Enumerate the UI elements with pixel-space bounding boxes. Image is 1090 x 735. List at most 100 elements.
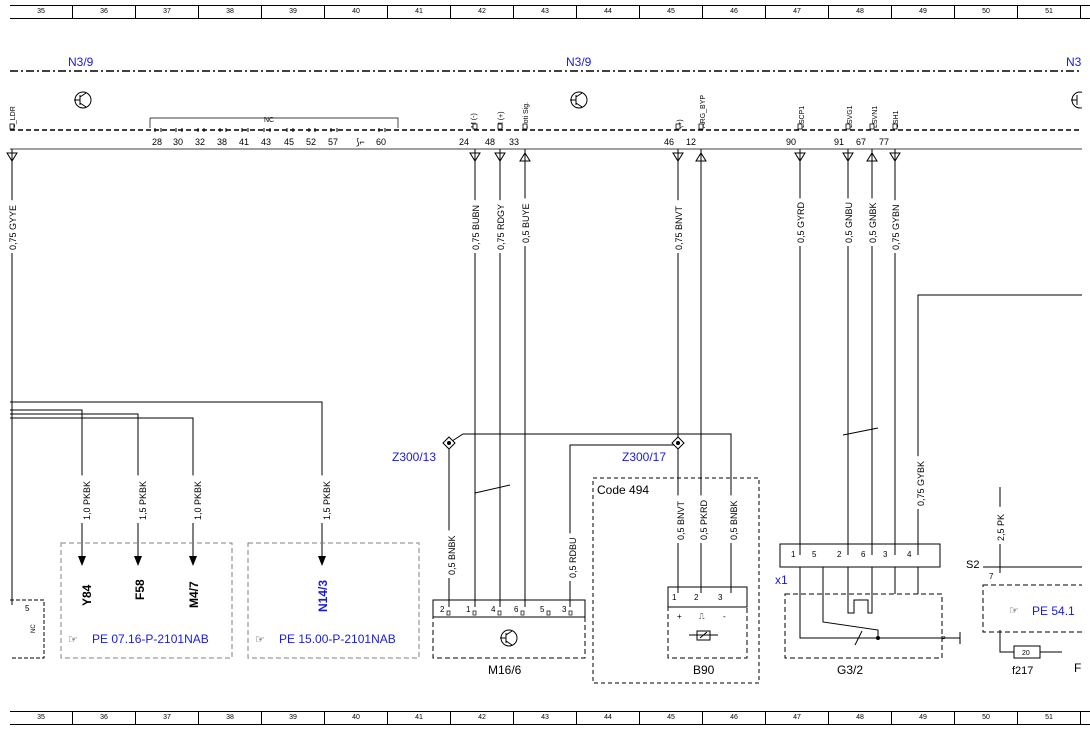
signal-arrows [6, 149, 901, 162]
ruler-cell: 50 [955, 6, 1018, 18]
wire-label-buye: 0,5 BUYE [520, 198, 532, 246]
component-f58: F58 [133, 579, 147, 600]
splice-z300-17[interactable]: Z300/17 [622, 450, 666, 464]
m16-6-pin: 5 [540, 605, 545, 614]
nc-bracket [149, 117, 399, 128]
svg-text:0,5 GNBK: 0,5 GNBK [868, 202, 878, 243]
svg-text:0,5 BUYE: 0,5 BUYE [521, 203, 531, 243]
pin-number-90: 90 [786, 137, 796, 147]
m16-6-body [432, 616, 586, 659]
pin-label-lsh1: LSH1 [893, 110, 900, 128]
svg-text:0,75 RDGY: 0,75 RDGY [496, 204, 506, 250]
nc-pin-tick [308, 128, 316, 132]
svg-text:0,5 BNBK: 0,5 BNBK [729, 500, 739, 540]
pin-marker [472, 610, 477, 616]
wire-label-gybn: 0,75 GYBN [890, 200, 902, 253]
grid-ruler-top: 353637383940414243444546474849505152 [10, 5, 1090, 19]
g3-2-pin: 1 [791, 550, 796, 559]
ruler-cell: 38 [199, 6, 262, 18]
wire-label-bnvt-top: 0,75 BNVT [673, 200, 685, 253]
transistor-icon [500, 629, 518, 647]
ruler-cell: 49 [892, 712, 955, 724]
nc-label: NC [264, 117, 274, 124]
ref-link-pe1500[interactable]: PE 15.00-P-2101NAB [279, 632, 396, 646]
s2-body [982, 584, 1082, 633]
b90-pin-sign: - [723, 612, 726, 621]
nc-pin-tick [330, 128, 338, 132]
nc-pin-tick [175, 128, 183, 132]
b90-connector [667, 586, 748, 608]
module-label-left[interactable]: N3/9 [68, 55, 94, 69]
ruler-cell: 43 [514, 712, 577, 724]
pin-number-91: 91 [834, 137, 844, 147]
partial-box-left [10, 599, 45, 659]
ruler-cell: 38 [199, 712, 262, 724]
svg-text:1,0 PKBK: 1,0 PKBK [82, 481, 92, 520]
b90-pin: 3 [718, 593, 723, 602]
ruler-cell: 35 [10, 712, 73, 724]
nc-pin-tick [378, 128, 386, 132]
ruler-cell: 35 [10, 6, 73, 18]
g3-2-p-label: P [941, 636, 946, 643]
wire-label-rdgy: 0,75 RDGY [495, 200, 507, 253]
pin-marker [845, 123, 851, 130]
wire-label-gyye: 0,75 GYYE [7, 200, 19, 253]
g3-2-pin: 4 [907, 550, 912, 559]
ruler-cell: 42 [451, 712, 514, 724]
svg-text:0,5 PKRD: 0,5 PKRD [699, 499, 709, 540]
connector-x1: x1 [775, 573, 788, 587]
transistor-icon [1071, 91, 1082, 109]
pin-marker [869, 123, 875, 130]
transistor-icon [570, 91, 588, 109]
component-s2: S2 [966, 559, 979, 571]
pin-marker [446, 610, 451, 616]
pin-marker [546, 610, 551, 616]
wire-label-pk: 2,5 PK [995, 506, 1007, 544]
splice-z300-13-icon [442, 436, 456, 450]
svg-text:0,75 GYBK: 0,75 GYBK [916, 461, 926, 506]
pin-number-48: 48 [485, 137, 495, 147]
b90-pin: 1 [672, 593, 677, 602]
pin-marker [568, 610, 573, 616]
b90-pin: 2 [694, 593, 699, 602]
pin-marker [797, 123, 803, 130]
nc-pin-tick [263, 128, 271, 132]
module-label-middle[interactable]: N3/9 [566, 55, 592, 69]
pin-label-m-plus: M (+) [498, 111, 505, 128]
nc-pin-tick [241, 128, 249, 132]
s2-pin-7: 7 [989, 572, 994, 581]
pin-label-m-minus: M (-) [471, 113, 478, 128]
ref-link-pe54[interactable]: PE 54.1 [1032, 604, 1075, 618]
module-label-right[interactable]: N3 [1066, 55, 1082, 69]
wire-label-bnbk-left: 0,5 BNBK [446, 530, 458, 578]
splice-z300-13[interactable]: Z300/13 [392, 450, 436, 464]
transistor-icon [74, 91, 92, 109]
m16-6-pin: 1 [466, 605, 471, 614]
code-494-label: Code 494 [597, 483, 649, 497]
wire-bundle-top [10, 162, 1082, 653]
wire-label-gybk: 0,75 GYBK [915, 456, 927, 509]
arrowheads [78, 525, 326, 566]
component-n14-3[interactable]: N14/3 [316, 580, 330, 612]
pin-number-77: 77 [879, 137, 889, 147]
nc-pin-tick [219, 128, 227, 132]
ruler-cell: 43 [514, 6, 577, 18]
svg-text:0,5 RDBU: 0,5 RDBU [568, 537, 578, 578]
fuse-icon [1013, 645, 1041, 659]
ruler-cell: 44 [577, 712, 640, 724]
wire-label-rdbu: 0,5 RDBU [567, 533, 579, 581]
m16-6-pin: 2 [440, 605, 445, 614]
nc-pin-number: 28 [152, 137, 162, 147]
pin-label-lscp1: LSCP1 [799, 106, 806, 128]
component-f-partial: F [1074, 661, 1081, 675]
nc-pin-number: 52 [306, 137, 316, 147]
ruler-cell: 36 [73, 6, 136, 18]
g3-2-pin: 2 [837, 550, 842, 559]
svg-text:1,5 PKBK: 1,5 PKBK [322, 481, 332, 520]
pin-label-lsvg1: LSVG1 [847, 105, 854, 128]
ruler-cell: 41 [388, 712, 451, 724]
ref-link-pe0716[interactable]: PE 07.16-P-2101NAB [92, 632, 209, 646]
